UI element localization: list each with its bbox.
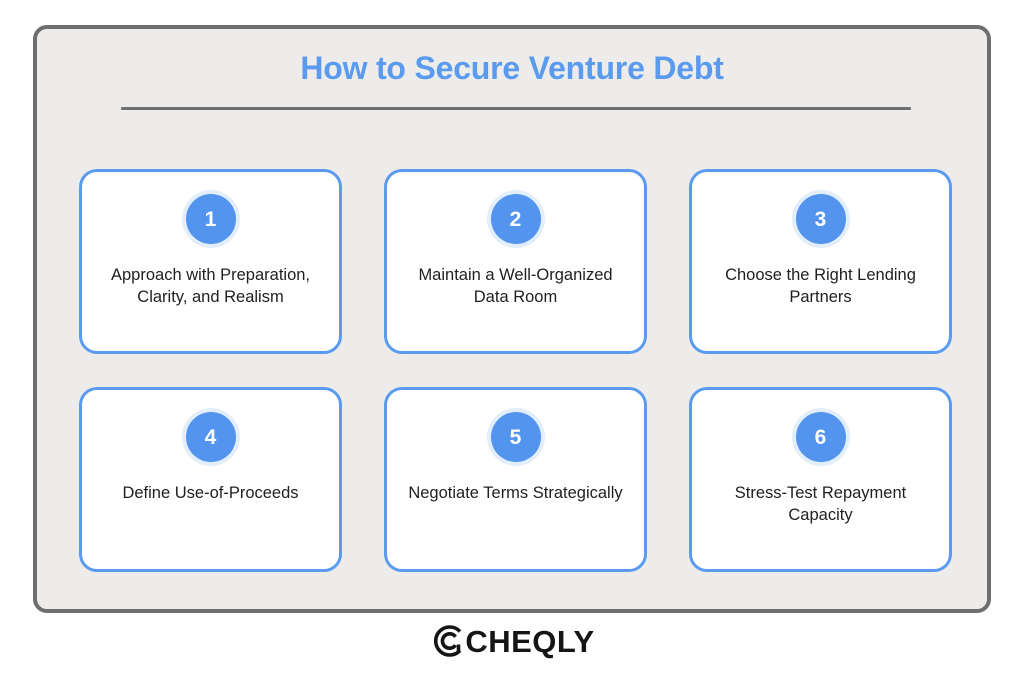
footer: CHEQLY [0, 622, 1024, 660]
steps-grid: 1 Approach with Preparation, Clarity, an… [79, 169, 953, 572]
step-badge-6: 6 [795, 412, 846, 462]
title-divider [121, 107, 911, 110]
step-label-1: Approach with Preparation, Clarity, and … [110, 266, 311, 307]
step-label-3: Choose the Right Lending Partners [725, 266, 916, 307]
step-card-2[interactable]: 2 Maintain a Well-Organized Data Room [384, 169, 647, 354]
step-label-4: Define Use-of-Proceeds [122, 484, 299, 502]
content-frame: How to Secure Venture Debt 1 Approach wi… [33, 25, 991, 613]
step-card-3[interactable]: 3 Choose the Right Lending Partners [689, 169, 952, 354]
step-card-1[interactable]: 1 Approach with Preparation, Clarity, an… [79, 169, 342, 354]
step-label-2: Maintain a Well-Organized Data Room [418, 266, 613, 307]
step-badge-1: 1 [185, 194, 236, 244]
step-label-6: Stress-Test Repayment Capacity [734, 484, 907, 525]
step-number-1: 1 [204, 207, 217, 231]
step-card-6[interactable]: 6 Stress-Test Repayment Capacity [689, 387, 952, 572]
step-card-4[interactable]: 4 Define Use-of-Proceeds [79, 387, 342, 572]
brand-name: CHEQLY [465, 623, 595, 659]
circle-c-icon [434, 625, 462, 657]
step-card-5[interactable]: 5 Negotiate Terms Strategically [384, 387, 647, 572]
step-number-6: 6 [814, 425, 827, 449]
step-label-5: Negotiate Terms Strategically [408, 484, 623, 502]
step-badge-3: 3 [795, 194, 846, 244]
step-badge-4: 4 [185, 412, 236, 462]
step-number-2: 2 [509, 207, 522, 231]
step-number-5: 5 [509, 425, 522, 449]
step-number-4: 4 [204, 425, 217, 449]
step-badge-5: 5 [490, 412, 541, 462]
page-title: How to Secure Venture Debt [300, 50, 724, 86]
step-badge-2: 2 [490, 194, 541, 244]
step-number-3: 3 [814, 207, 827, 231]
brand-logo: CHEQLY [429, 622, 594, 660]
